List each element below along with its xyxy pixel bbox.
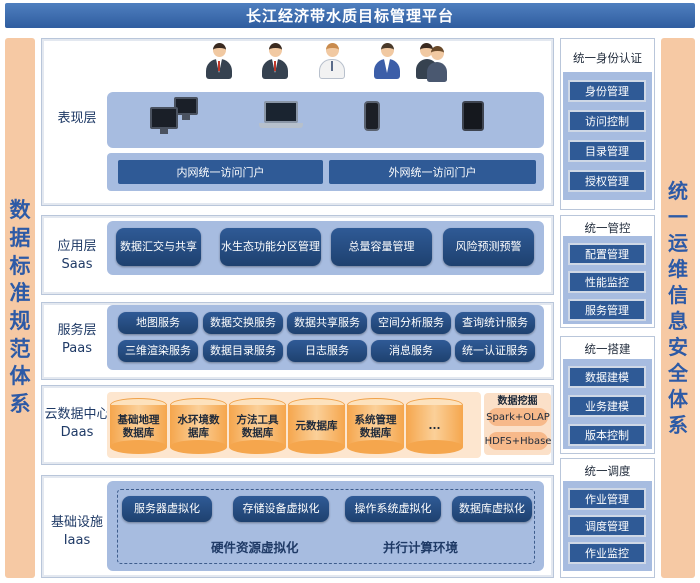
paas-item[interactable]: 数据目录服务 <box>203 340 283 362</box>
user-icon <box>261 42 289 80</box>
group-title: 统一调度 <box>584 464 631 478</box>
iaas-dashed-frame <box>117 489 535 564</box>
left-bar-char: 体 <box>9 364 31 389</box>
saas-item[interactable]: 风险预测预警 <box>443 228 534 266</box>
database-cylinder: 方法工具数据库 <box>229 398 286 454</box>
daas-label-cn: 云数据中心 <box>44 407 110 422</box>
mining-item[interactable]: Spark+OLAP <box>486 408 550 426</box>
database-cylinder: 水环境数据库 <box>170 398 227 454</box>
left-bar-char: 系 <box>9 392 31 417</box>
paas-item[interactable]: 查询统计服务 <box>455 312 535 334</box>
smartphone-icon <box>364 101 380 131</box>
iaas-item[interactable]: 操作系统虚拟化 <box>345 496 441 522</box>
data-standard-system-bar: 数 据 标 准 规 范 体 系 <box>5 38 35 578</box>
daas-layer-label: 云数据中心 Daas <box>44 406 110 441</box>
paas-item[interactable]: 日志服务 <box>287 340 367 362</box>
right-item[interactable]: 调度管理 <box>568 515 646 537</box>
right-bar-char: 安 <box>668 335 688 359</box>
paas-item[interactable]: 数据交换服务 <box>203 312 283 334</box>
paas-item[interactable]: 空间分析服务 <box>371 312 451 334</box>
user-icon <box>373 42 401 80</box>
group-title: 统一管控 <box>584 221 631 235</box>
right-bar-char: 维 <box>668 257 688 281</box>
user-icon <box>205 42 233 80</box>
right-bar-char: 信 <box>668 283 688 307</box>
paas-label-cn: 服务层 <box>57 323 97 338</box>
intranet-portal[interactable]: 内网统一访问门户 <box>118 160 323 184</box>
right-item[interactable]: 目录管理 <box>568 140 646 162</box>
left-bar-char: 据 <box>9 225 31 250</box>
right-item[interactable]: 服务管理 <box>568 299 646 321</box>
presentation-layer-label: 表现层 <box>57 111 97 126</box>
iaas-label-cn: 基础设施 <box>50 515 103 530</box>
desktop-monitors-icon <box>148 97 200 141</box>
right-bar-char: 运 <box>668 231 688 255</box>
right-bar-char: 体 <box>668 387 688 411</box>
right-item[interactable]: 版本控制 <box>568 424 646 446</box>
iaas-layer-label: 基础设施 Iaas <box>47 514 107 549</box>
right-item[interactable]: 访问控制 <box>568 110 646 132</box>
paas-item[interactable]: 三维渲染服务 <box>118 340 198 362</box>
right-item[interactable]: 数据建模 <box>568 366 646 388</box>
left-bar-char: 范 <box>9 336 31 361</box>
group-title: 统一身份认证 <box>573 51 642 65</box>
user-icon <box>318 42 346 80</box>
group-title: 统一搭建 <box>584 342 631 356</box>
tablet-icon <box>462 101 484 131</box>
saas-item[interactable]: 水生态功能分区管理 <box>220 228 321 266</box>
database-cylinder: 系统管理数据库 <box>347 398 404 454</box>
parallel-computing-label: 并行计算环境 <box>383 540 459 555</box>
paas-label-en: Paas <box>62 340 92 356</box>
paas-item[interactable]: 地图服务 <box>118 312 198 334</box>
saas-layer-label: 应用层 Saas <box>47 238 107 273</box>
saas-label-en: Saas <box>61 256 93 272</box>
iaas-label-en: Iaas <box>63 532 91 548</box>
mining-item[interactable]: HDFS+Hbase <box>485 432 551 450</box>
left-bar-char: 标 <box>9 253 31 278</box>
right-item[interactable]: 授权管理 <box>568 170 646 192</box>
data-mining-title: 数据挖掘 <box>497 396 538 407</box>
right-item[interactable]: 配置管理 <box>568 243 646 265</box>
hardware-virtualization-label: 硬件资源虚拟化 <box>211 540 299 555</box>
database-cylinder: ... <box>406 398 463 454</box>
right-bar-char: 全 <box>668 361 688 385</box>
paas-item[interactable]: 数据共享服务 <box>287 312 367 334</box>
right-bar-char: 一 <box>668 205 688 229</box>
right-bar-char: 统 <box>668 179 688 203</box>
database-cylinder: 元数据库 <box>288 398 345 454</box>
paas-layer-label: 服务层 Paas <box>47 322 107 357</box>
saas-item[interactable]: 总量容量管理 <box>331 228 432 266</box>
right-item[interactable]: 业务建模 <box>568 395 646 417</box>
saas-label-cn: 应用层 <box>57 239 97 254</box>
right-item[interactable]: 身份管理 <box>568 80 646 102</box>
right-bar-char: 息 <box>668 309 688 333</box>
right-item[interactable]: 性能监控 <box>568 271 646 293</box>
right-bar-char: 系 <box>668 413 688 437</box>
ops-security-system-bar: 统 一 运 维 信 息 安 全 体 系 <box>661 38 695 578</box>
saas-item[interactable]: 数据汇交与共享 <box>116 228 201 266</box>
iaas-item[interactable]: 服务器虚拟化 <box>122 496 212 522</box>
daas-label-en: Daas <box>60 424 94 440</box>
database-cylinder: 基础地理数据库 <box>110 398 167 454</box>
platform-title: 长江经济带水质目标管理平台 <box>5 3 695 28</box>
paas-item[interactable]: 统一认证服务 <box>455 340 535 362</box>
left-bar-char: 规 <box>9 309 31 333</box>
left-bar-char: 准 <box>9 281 31 306</box>
right-item[interactable]: 作业监控 <box>568 542 646 564</box>
iaas-item[interactable]: 数据库虚拟化 <box>452 496 532 522</box>
extranet-portal[interactable]: 外网统一访问门户 <box>329 160 536 184</box>
paas-item[interactable]: 消息服务 <box>371 340 451 362</box>
users-group-icon <box>416 42 447 82</box>
laptop-icon <box>259 101 303 131</box>
iaas-item[interactable]: 存储设备虚拟化 <box>233 496 329 522</box>
right-item[interactable]: 作业管理 <box>568 488 646 510</box>
left-bar-char: 数 <box>9 198 31 223</box>
